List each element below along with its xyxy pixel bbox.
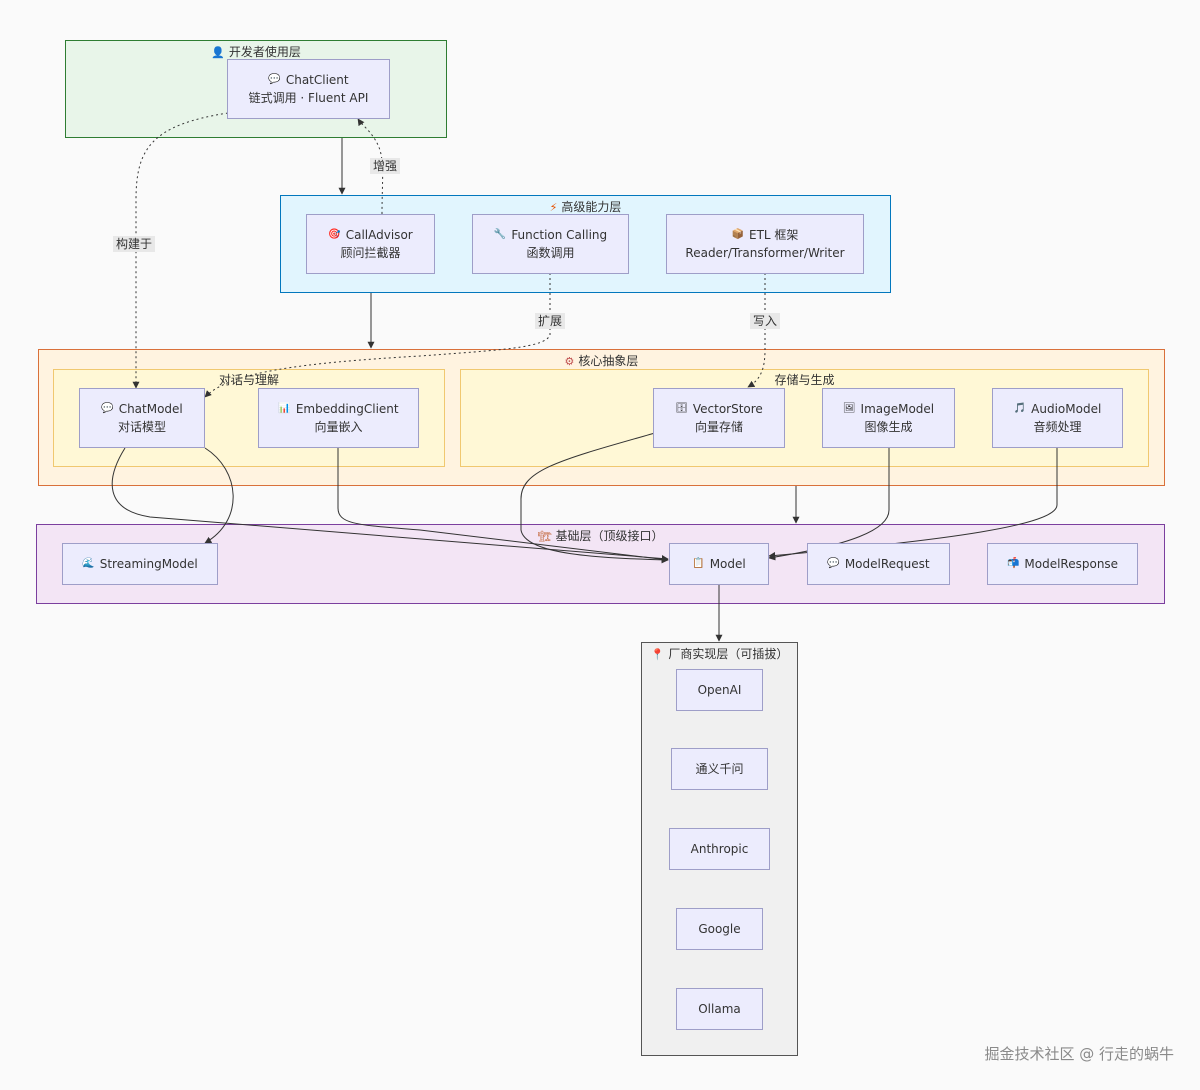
dialog-group-title: 对话与理解 bbox=[218, 373, 279, 387]
bar-chart-icon: 📊 bbox=[278, 403, 291, 414]
imagemodel-desc: 图像生成 bbox=[864, 420, 913, 434]
modelresponse-node: 📬 ModelResponse bbox=[987, 543, 1138, 585]
pin-icon: 📍 bbox=[650, 648, 665, 661]
edge-chatmodel-streaming bbox=[204, 447, 234, 544]
chat-bubble-icon: 💬 bbox=[268, 74, 281, 85]
watermark: 掘金技术社区 @ 行走的蜗牛 bbox=[984, 1045, 1174, 1063]
chat-bubble-icon: 💬 bbox=[827, 558, 840, 569]
package-icon: 📦 bbox=[731, 229, 745, 240]
vendor-google-label: Google bbox=[698, 922, 741, 936]
mailbox-icon: 📬 bbox=[1006, 558, 1020, 569]
embedding-desc: 向量嵌入 bbox=[314, 420, 363, 434]
edge-write bbox=[747, 273, 766, 388]
edge-extend bbox=[204, 273, 551, 398]
edge-label-enhance: 增强 bbox=[370, 158, 401, 174]
calladvisor-desc: 顾问拦截器 bbox=[340, 246, 401, 260]
chatmodel-node: 💬 ChatModel 对话模型 bbox=[79, 388, 205, 448]
vendor-layer: 📍厂商实现层（可插拔） bbox=[641, 642, 798, 1056]
vectorstore-node: 🗄 VectorStore 向量存储 bbox=[653, 388, 785, 448]
picture-icon: 🖼 bbox=[842, 403, 856, 414]
music-note-icon: 🎵 bbox=[1013, 403, 1027, 414]
edge-embedding-model bbox=[337, 448, 669, 563]
developer-layer-title: 开发者使用层 bbox=[228, 45, 301, 59]
lightning-icon: ⚡ bbox=[549, 201, 558, 214]
advanced-layer-title: 高级能力层 bbox=[561, 200, 622, 214]
vendor-ollama-node: Ollama bbox=[676, 988, 763, 1030]
chatmodel-desc: 对话模型 bbox=[117, 420, 166, 434]
calladvisor-node: 🎯 CallAdvisor 顾问拦截器 bbox=[306, 214, 435, 274]
chatmodel-label: ChatModel bbox=[118, 402, 183, 416]
function-calling-desc: 函数调用 bbox=[526, 246, 575, 260]
streaming-label: StreamingModel bbox=[99, 557, 198, 571]
vendor-google-node: Google bbox=[676, 908, 763, 950]
base-layer-title: 基础层（顶级接口） bbox=[555, 529, 664, 543]
modelrequest-label: ModelRequest bbox=[844, 557, 930, 571]
etl-node: 📦 ETL 框架 Reader/Transformer/Writer bbox=[666, 214, 864, 274]
edge-chatmodel-model bbox=[111, 447, 669, 562]
audiomodel-label: AudioModel bbox=[1031, 402, 1102, 416]
vendor-anthropic-node: Anthropic bbox=[669, 828, 770, 870]
clipboard-icon: 📋 bbox=[692, 558, 705, 569]
user-icon: 👤 bbox=[211, 46, 225, 59]
vectorstore-label: VectorStore bbox=[692, 402, 763, 416]
chatclient-label: ChatClient bbox=[285, 73, 349, 87]
building-icon: 🏗 bbox=[537, 530, 552, 543]
etl-label: ETL 框架 bbox=[749, 228, 799, 242]
gear-icon: ⚙ bbox=[564, 355, 575, 368]
chatclient-desc: 链式调用 · Fluent API bbox=[248, 91, 369, 105]
imagemodel-node: 🖼 ImageModel 图像生成 bbox=[822, 388, 955, 448]
function-calling-label: Function Calling bbox=[511, 228, 608, 242]
modelrequest-node: 💬 ModelRequest bbox=[807, 543, 950, 585]
audiomodel-desc: 音频处理 bbox=[1033, 420, 1082, 434]
function-calling-node: 🔧 Function Calling 函数调用 bbox=[472, 214, 629, 274]
embedding-label: EmbeddingClient bbox=[295, 402, 399, 416]
edge-label-write: 写入 bbox=[750, 313, 781, 329]
edge-label-extend: 扩展 bbox=[535, 313, 566, 329]
wave-icon: 🌊 bbox=[82, 558, 95, 569]
edge-built-on bbox=[132, 112, 229, 389]
core-layer-title: 核心抽象层 bbox=[578, 354, 639, 368]
vendor-tongyi-label: 通义千问 bbox=[695, 762, 744, 776]
vendor-tongyi-node: 通义千问 bbox=[671, 748, 768, 790]
edge-imagemodel-model bbox=[768, 448, 890, 561]
edge-enhance bbox=[357, 118, 384, 215]
vendor-layer-title: 厂商实现层（可插拔） bbox=[668, 647, 789, 661]
base-layer: 🏗基础层（顶级接口） bbox=[36, 524, 1165, 604]
target-icon: 🎯 bbox=[328, 229, 341, 240]
modelresponse-label: ModelResponse bbox=[1024, 557, 1119, 571]
database-icon: 🗄 bbox=[675, 403, 688, 414]
model-label: Model bbox=[709, 557, 746, 571]
edge-vectorstore-model bbox=[520, 432, 669, 564]
streaming-node: 🌊 StreamingModel bbox=[62, 543, 218, 585]
chatclient-node: 💬 ChatClient 链式调用 · Fluent API bbox=[227, 59, 390, 119]
vectorstore-desc: 向量存储 bbox=[694, 420, 743, 434]
vendor-anthropic-label: Anthropic bbox=[690, 842, 749, 856]
model-node: 📋 Model bbox=[669, 543, 769, 585]
storage-group-title: 存储与生成 bbox=[774, 373, 835, 387]
vendor-ollama-label: Ollama bbox=[698, 1002, 741, 1016]
calladvisor-label: CallAdvisor bbox=[345, 228, 413, 242]
wrench-icon: 🔧 bbox=[493, 229, 507, 240]
audiomodel-node: 🎵 AudioModel 音频处理 bbox=[992, 388, 1123, 448]
imagemodel-label: ImageModel bbox=[860, 402, 935, 416]
edge-audiomodel-model bbox=[768, 448, 1058, 559]
vendor-openai-label: OpenAI bbox=[697, 683, 742, 697]
chat-bubble-icon: 💬 bbox=[101, 403, 114, 414]
embedding-node: 📊 EmbeddingClient 向量嵌入 bbox=[258, 388, 419, 448]
etl-desc: Reader/Transformer/Writer bbox=[685, 246, 845, 260]
edge-label-built-on: 构建于 bbox=[113, 236, 156, 252]
vendor-openai-node: OpenAI bbox=[676, 669, 763, 711]
